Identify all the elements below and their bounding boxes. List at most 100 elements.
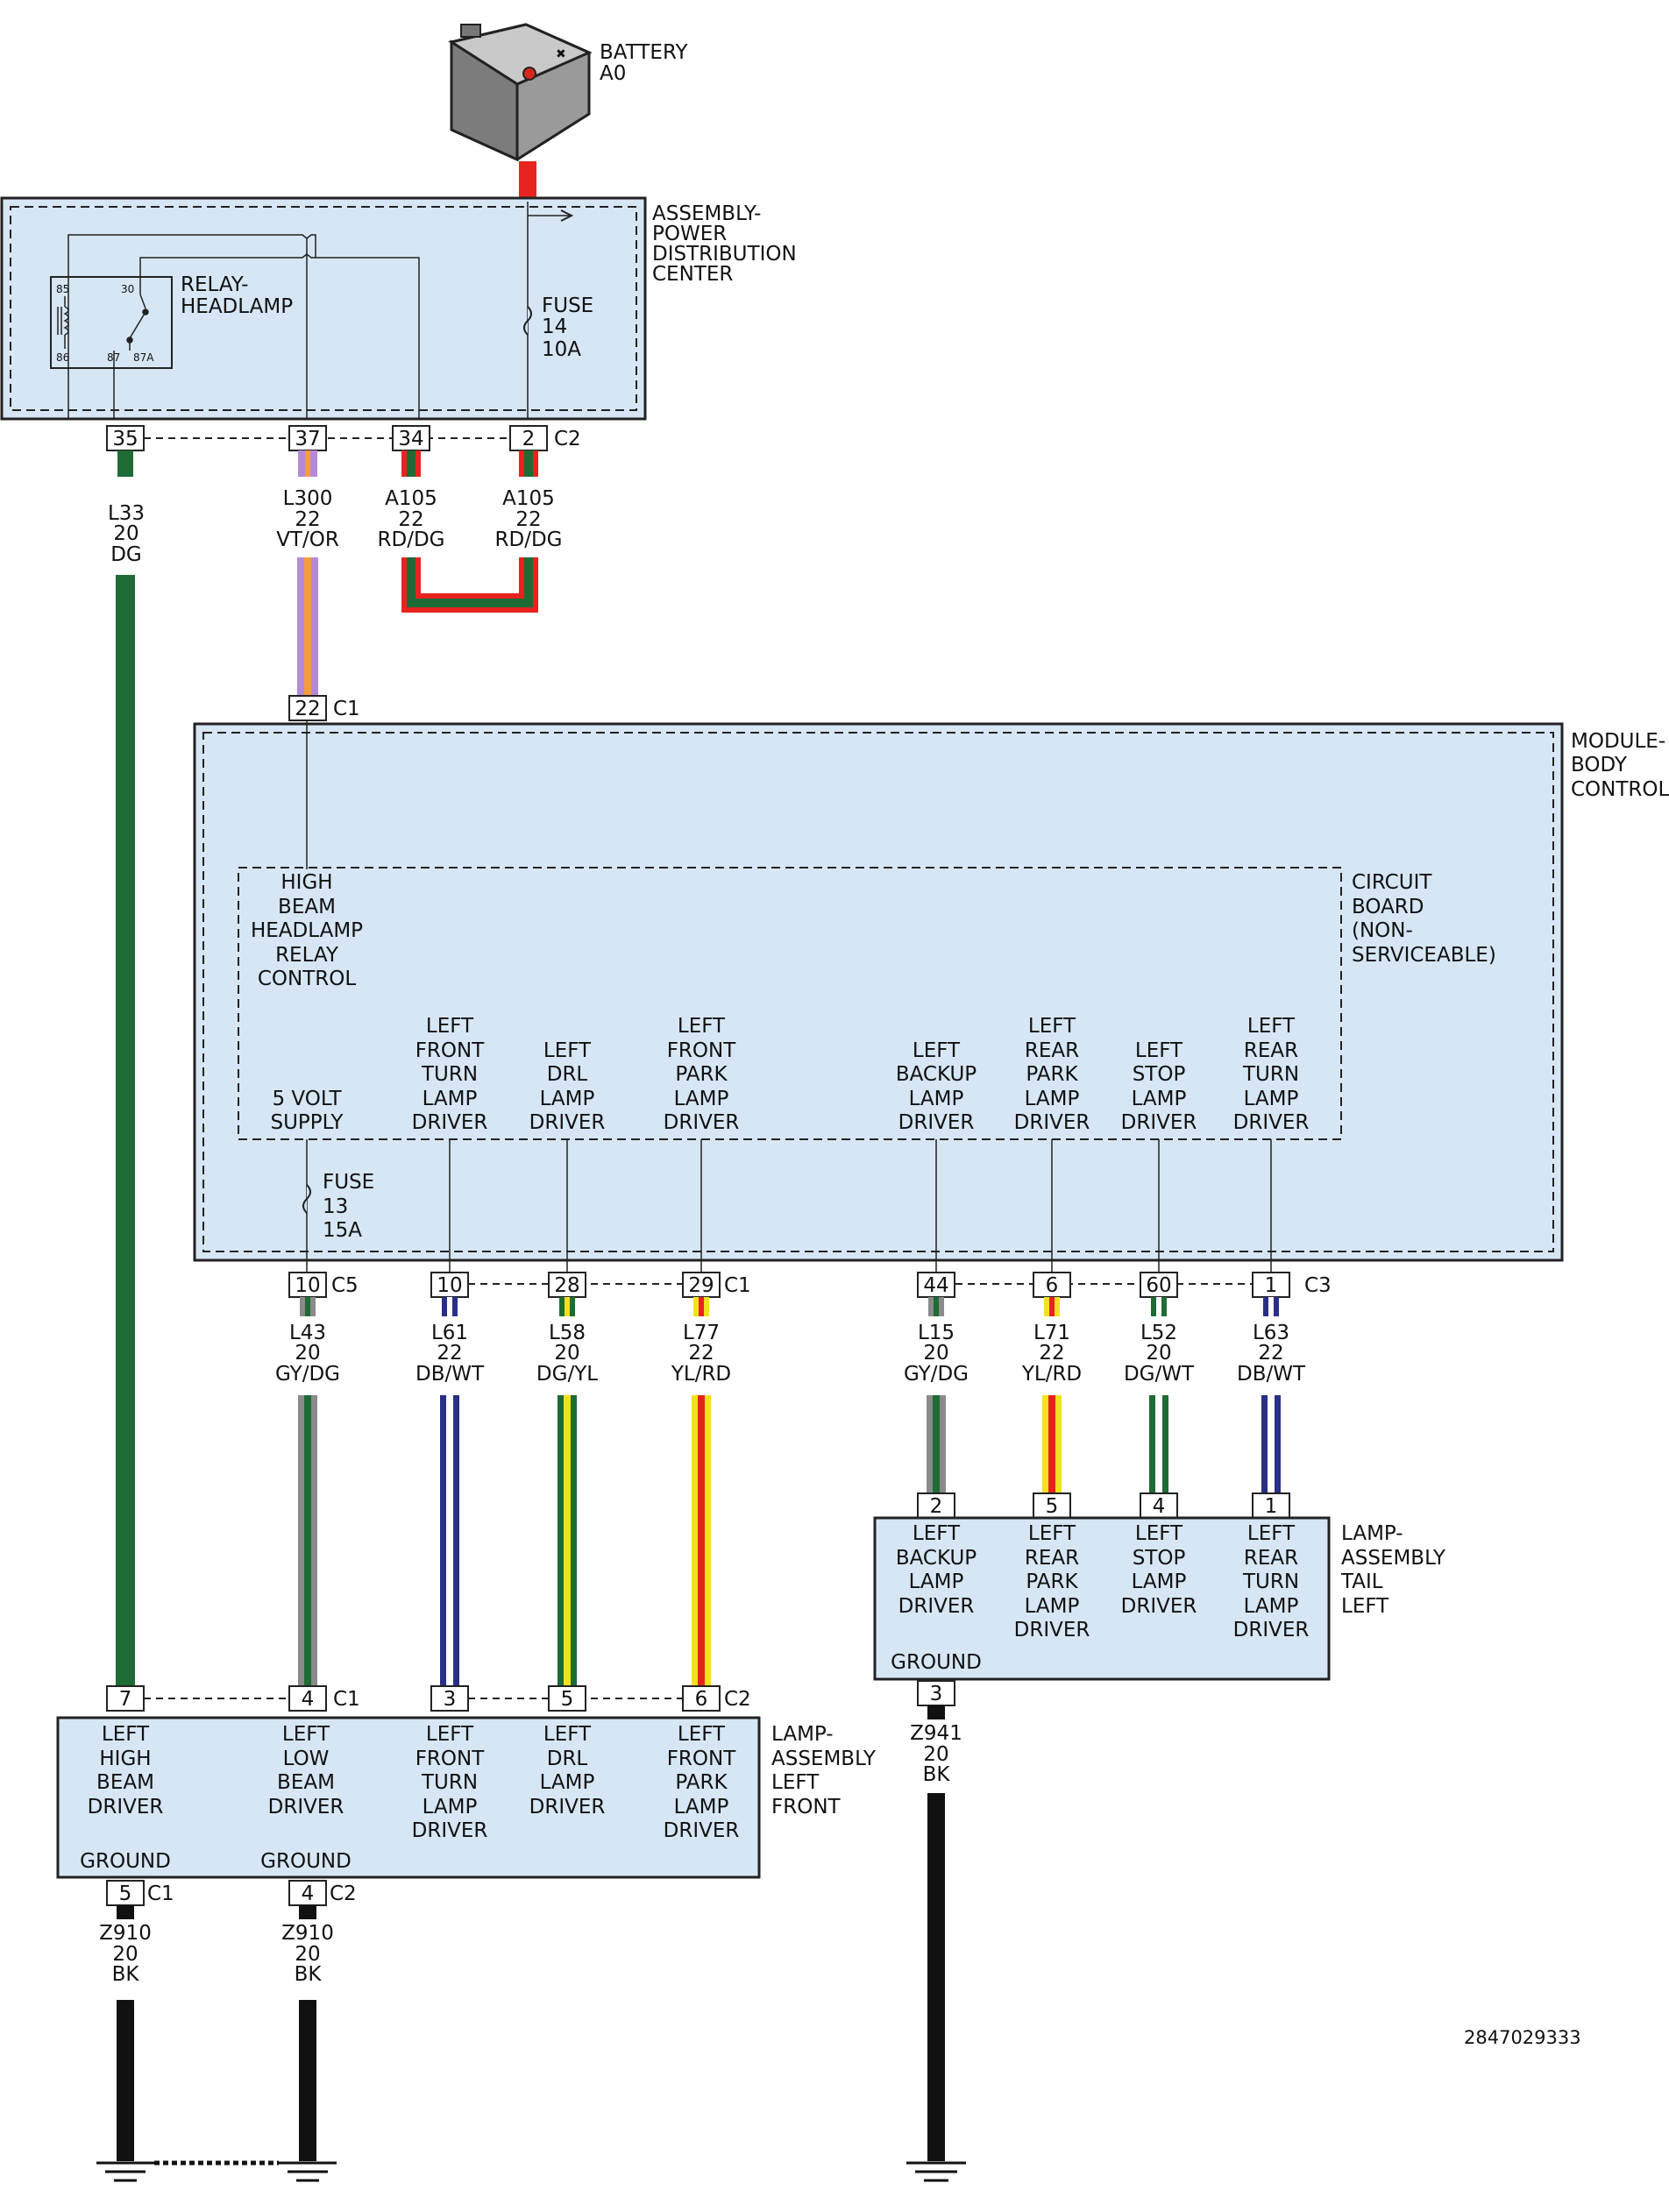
tail-pin-4: 4 xyxy=(1140,1492,1178,1519)
svg-text:Z910: Z910 xyxy=(281,1922,334,1945)
wire-l58 xyxy=(558,1395,577,1686)
svg-text:PARK: PARK xyxy=(1026,1570,1078,1593)
svg-text:10: 10 xyxy=(295,1274,320,1297)
bcm-c5-label: C5 xyxy=(331,1274,359,1297)
tail-pin-5: 5 xyxy=(1033,1492,1071,1519)
svg-text:LAMP: LAMP xyxy=(1132,1570,1187,1593)
svg-text:GY/DG: GY/DG xyxy=(275,1363,340,1386)
svg-text:TURN: TURN xyxy=(1242,1063,1299,1086)
svg-text:1: 1 xyxy=(1265,1274,1278,1297)
svg-text:RELAY: RELAY xyxy=(275,944,339,967)
svg-text:TURN: TURN xyxy=(421,1063,478,1086)
bcm-c3-label: C3 xyxy=(1304,1274,1332,1297)
svg-text:LAMP: LAMP xyxy=(1025,1595,1080,1618)
svg-text:LAMP: LAMP xyxy=(1244,1595,1299,1618)
bcm-pin-22: 22 xyxy=(288,695,327,721)
svg-text:DRIVER: DRIVER xyxy=(268,1796,344,1819)
wire-l52 xyxy=(1149,1395,1168,1493)
svg-text:DRIVER: DRIVER xyxy=(898,1111,975,1134)
lamp-assembly-tail-left xyxy=(873,1516,1331,1681)
circuit-board-label: BOARD xyxy=(1352,896,1424,918)
svg-text:5: 5 xyxy=(119,1882,132,1905)
tail-lamp-label: LEFT xyxy=(1341,1595,1389,1618)
pdc-connector-label: C2 xyxy=(554,428,581,450)
svg-text:20: 20 xyxy=(113,522,138,545)
svg-text:DB/WT: DB/WT xyxy=(1237,1363,1306,1386)
high-beam-relay-control-label: HIGH BEAM HEADLAMP RELAY CONTROL xyxy=(251,871,363,990)
svg-text:DB/WT: DB/WT xyxy=(415,1363,485,1386)
wire-z910-2 xyxy=(299,2000,316,2161)
document-id: 2847029333 xyxy=(1464,2027,1581,2048)
svg-text:DRIVER: DRIVER xyxy=(529,1796,606,1819)
svg-text:L300: L300 xyxy=(283,487,333,510)
svg-text:LAMP: LAMP xyxy=(909,1088,964,1110)
svg-text:FRONT: FRONT xyxy=(667,1748,737,1770)
svg-text:4: 4 xyxy=(302,1688,315,1711)
svg-text:PARK: PARK xyxy=(1026,1063,1078,1086)
ground-icon xyxy=(279,2161,337,2182)
svg-text:LAMP: LAMP xyxy=(1025,1088,1080,1110)
bcm-inner-border xyxy=(202,732,1554,1252)
svg-text:LAMP: LAMP xyxy=(674,1088,729,1110)
svg-text:Z941: Z941 xyxy=(910,1722,962,1745)
front-pin-5: 5 xyxy=(548,1685,586,1712)
svg-text:FRONT: FRONT xyxy=(667,1039,737,1062)
relay-pin-30: 30 xyxy=(121,283,134,295)
svg-text:YL/RD: YL/RD xyxy=(671,1363,731,1386)
svg-text:REAR: REAR xyxy=(1244,1039,1298,1062)
fuse-13-label: 13 xyxy=(323,1195,348,1218)
svg-text:REAR: REAR xyxy=(1025,1039,1079,1062)
svg-text:22: 22 xyxy=(295,698,320,720)
svg-text:22: 22 xyxy=(515,508,541,531)
svg-text:LEFT: LEFT xyxy=(102,1723,150,1746)
bcm-pin-c5-10: 10 xyxy=(288,1272,327,1298)
bcm-pin-c3-1: 1 xyxy=(1252,1272,1290,1298)
bcm-pin-c3-6: 6 xyxy=(1033,1272,1071,1298)
svg-text:STOP: STOP xyxy=(1133,1063,1186,1086)
wire-stub-a105 xyxy=(401,450,421,477)
svg-text:STOP: STOP xyxy=(1133,1547,1186,1570)
svg-text:RD/DG: RD/DG xyxy=(378,528,445,551)
bcm-label: BODY xyxy=(1571,754,1628,776)
svg-text:A105: A105 xyxy=(502,487,555,510)
pdc-pin-34: 34 xyxy=(392,425,430,451)
svg-text:LEFT: LEFT xyxy=(913,1039,961,1062)
svg-text:20: 20 xyxy=(295,1342,320,1365)
svg-text:PARK: PARK xyxy=(675,1771,728,1794)
svg-text:DG: DG xyxy=(110,543,142,566)
pdc-pin-35: 35 xyxy=(106,425,145,451)
front-lamp-label: LAMP- xyxy=(771,1723,834,1746)
svg-text:CONTROL: CONTROL xyxy=(258,968,357,990)
wire-stub-z910-1 xyxy=(117,1905,134,1919)
svg-text:DRIVER: DRIVER xyxy=(529,1111,606,1134)
svg-text:DRL: DRL xyxy=(547,1748,588,1770)
svg-text:DRIVER: DRIVER xyxy=(1014,1111,1090,1134)
svg-text:FRONT: FRONT xyxy=(415,1748,486,1770)
svg-text:LEFT: LEFT xyxy=(543,1723,592,1746)
svg-text:20: 20 xyxy=(923,1743,948,1766)
svg-text:3: 3 xyxy=(930,1683,943,1705)
svg-text:L71: L71 xyxy=(1033,1322,1070,1344)
wire-l33 xyxy=(116,575,135,1686)
svg-text:SUPPLY: SUPPLY xyxy=(271,1111,344,1134)
svg-text:YL/RD: YL/RD xyxy=(1021,1363,1082,1386)
svg-text:44: 44 xyxy=(923,1274,948,1297)
svg-text:LEFT: LEFT xyxy=(678,1015,726,1038)
tail-lamp-label: LAMP- xyxy=(1341,1522,1403,1545)
svg-text:3: 3 xyxy=(444,1688,457,1711)
svg-text:7: 7 xyxy=(119,1688,132,1711)
relay-headlamp xyxy=(50,276,173,369)
bcm-label: CONTROL xyxy=(1571,778,1669,801)
svg-text:FRONT: FRONT xyxy=(415,1039,486,1062)
front-pin-4: 4 xyxy=(288,1685,327,1712)
driver-left-rear-turn: LEFT REAR TURN LAMP DRIVER xyxy=(1233,1015,1310,1134)
svg-text:REAR: REAR xyxy=(1244,1547,1298,1570)
wire-stub-l300 xyxy=(298,450,317,477)
svg-text:29: 29 xyxy=(688,1274,714,1297)
